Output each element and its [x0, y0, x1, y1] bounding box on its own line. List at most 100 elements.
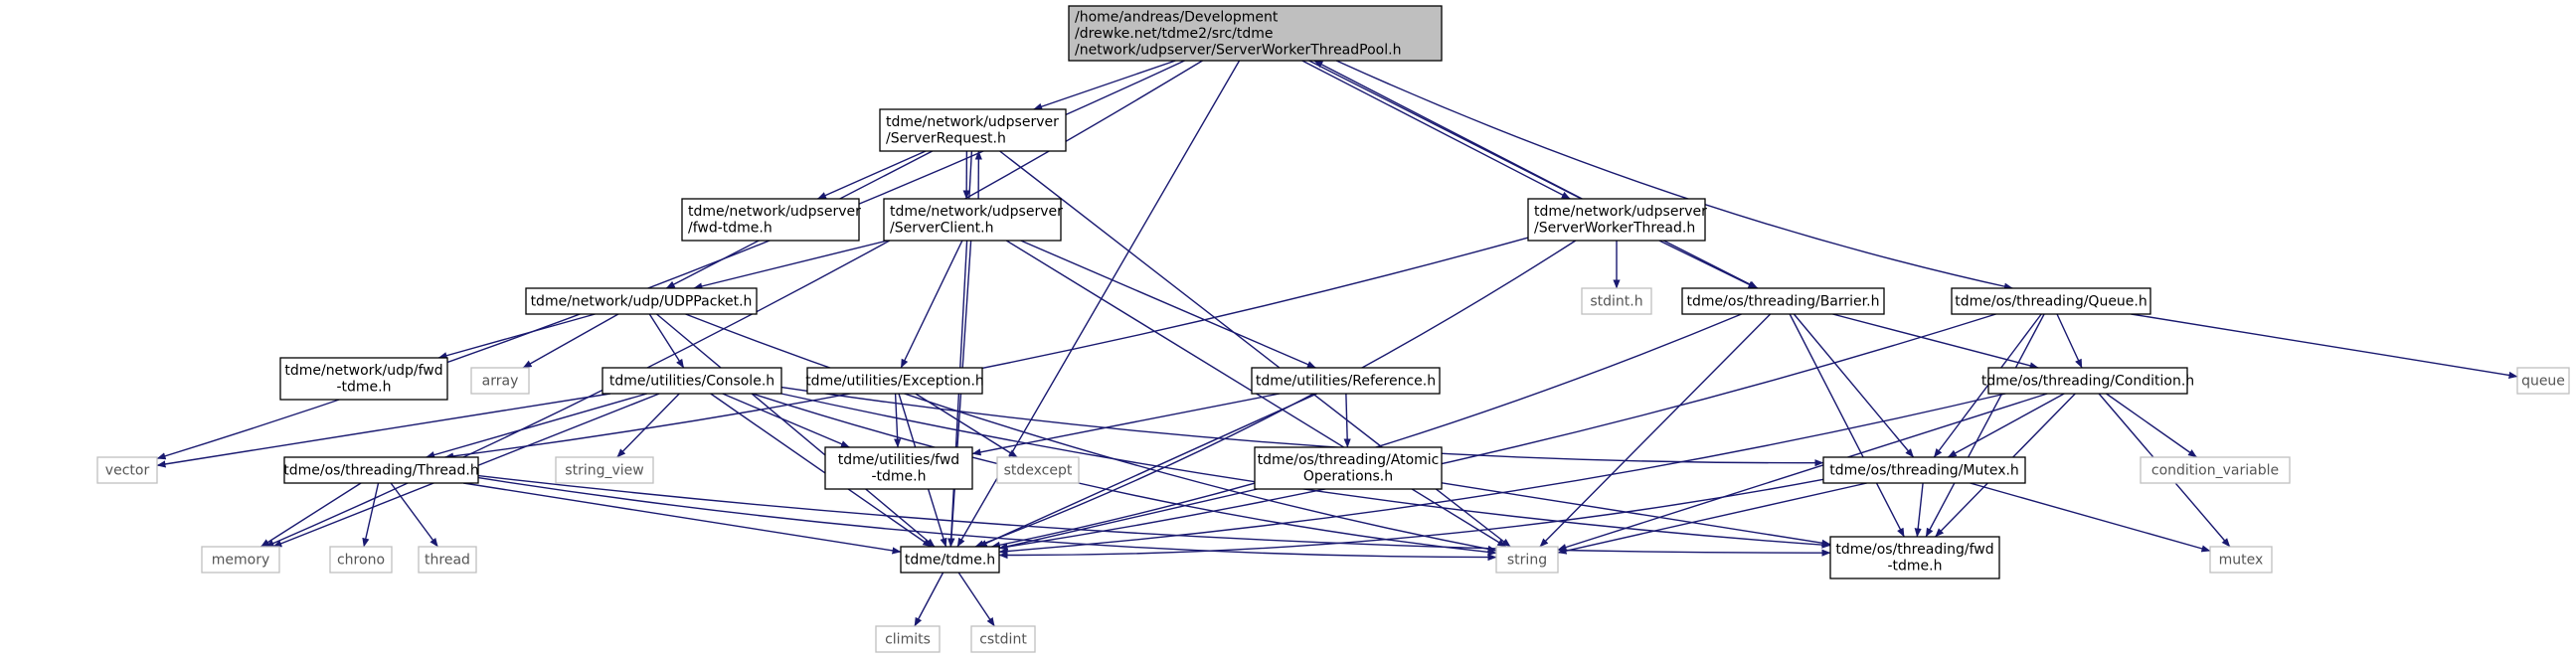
node-label: /network/udpserver/ServerWorkerThreadPoo…: [1075, 42, 1401, 58]
node-console[interactable]: tdme/utilities/Console.h: [601, 367, 782, 395]
node-label: mutex: [2219, 552, 2264, 568]
node-climits: climits: [875, 625, 941, 653]
edge-barrier-to-condition: [1832, 313, 2039, 370]
edge-thread_h-to-memory: [260, 482, 362, 548]
node-box: [283, 456, 479, 484]
node-box: [879, 108, 1067, 152]
node-label: tdme/os/threading/fwd: [1835, 542, 1993, 558]
node-box: [201, 546, 280, 574]
node-box: [681, 198, 860, 242]
edge-root-to-serverrequest: [1033, 60, 1176, 110]
edges: [156, 60, 2518, 627]
node-serverworkerthread[interactable]: tdme/network/udpserver/ServerWorkerThrea…: [1527, 198, 1707, 242]
edge-reference-to-atomic: [1343, 393, 1351, 448]
node-label: tdme/network/udpserver: [886, 114, 1059, 130]
node-array: array: [470, 367, 530, 395]
node-label: queue: [2521, 373, 2565, 389]
node-label: /ServerWorkerThread.h: [1534, 221, 1695, 237]
node-label: tdme/os/threading/Atomic: [1258, 452, 1440, 468]
node-label: -tdme.h: [871, 469, 926, 485]
edge-udppacket-to-fwdudp: [437, 313, 596, 360]
node-label: tdme/utilities/fwd: [838, 452, 959, 468]
node-fwdthreading[interactable]: tdme/os/threading/fwd-tdme.h: [1829, 536, 2000, 579]
node-box: [883, 198, 1062, 242]
edge-queue-to-fwdthreading: [1925, 313, 2045, 538]
node-label: tdme/utilities/Console.h: [609, 373, 774, 389]
edge-serverworkerthread-to-barrier: [1658, 240, 1758, 289]
node-tdme_h[interactable]: tdme/tdme.h: [900, 546, 1000, 574]
edge-mutex_h-to-tdme_h: [998, 478, 1824, 560]
node-condition[interactable]: tdme/os/threading/Condition.h: [1981, 367, 2194, 395]
node-box: [279, 357, 448, 401]
node-cstdint: cstdint: [970, 625, 1036, 653]
node-label: tdme/os/threading/Queue.h: [1955, 293, 2147, 309]
node-label: cstdint: [979, 631, 1027, 647]
node-label: tdme/os/threading/Mutex.h: [1829, 462, 2019, 478]
node-label: tdme/os/threading/Barrier.h: [1687, 293, 1880, 309]
node-label: condition_variable: [2151, 462, 2279, 478]
node-box: [329, 546, 393, 574]
edge-serverrequest-to-string: [999, 150, 1511, 548]
node-label: Operations.h: [1303, 469, 1393, 485]
node-label: -tdme.h: [1887, 559, 1942, 575]
node-barrier[interactable]: tdme/os/threading/Barrier.h: [1681, 287, 1885, 315]
edge-condition-to-tdme_h: [998, 393, 2006, 556]
node-label: thread: [425, 552, 470, 568]
node-label: /home/andreas/Development: [1075, 9, 1279, 25]
edge-root-to-queue: [1335, 60, 2013, 290]
node-fwdudp[interactable]: tdme/network/udp/fwd-tdme.h: [279, 357, 448, 401]
node-box: [996, 456, 1080, 484]
node-string_view: string_view: [555, 456, 654, 484]
node-stdexcept: stdexcept: [996, 456, 1080, 484]
edge-queue-to-condition: [2056, 313, 2083, 369]
edge-serverworkerthread-to-thread_h: [444, 237, 1529, 460]
node-serverrequest[interactable]: tdme/network/udpserver/ServerRequest.h: [879, 108, 1067, 152]
node-label: tdme/os/threading/Thread.h: [283, 462, 478, 478]
edge-serverclient-to-exception: [900, 240, 963, 369]
node-serverclient[interactable]: tdme/network/udpserver/ServerClient.h: [883, 198, 1063, 242]
node-memory: memory: [201, 546, 280, 574]
node-box: [601, 367, 782, 395]
edge-serverrequest-to-fwdudpserver: [817, 150, 927, 200]
edge-barrier-to-string: [1539, 313, 1772, 548]
node-label: tdme/network/udpserver: [890, 204, 1063, 220]
node-box: [470, 367, 530, 395]
node-box: [1951, 287, 2151, 315]
node-reference[interactable]: tdme/utilities/Reference.h: [1251, 367, 1441, 395]
node-label: tdme/os/threading/Condition.h: [1981, 373, 2194, 389]
node-box: [970, 625, 1036, 653]
node-label: stdint.h: [1590, 293, 1642, 309]
node-label: tdme/network/udpserver: [688, 204, 861, 220]
node-queue[interactable]: tdme/os/threading/Queue.h: [1951, 287, 2151, 315]
edge-tdme_h-to-climits: [914, 572, 945, 627]
node-label: climits: [885, 631, 931, 647]
node-box: [1829, 536, 2000, 579]
node-vector: vector: [96, 456, 158, 484]
node-root[interactable]: /home/andreas/Development/drewke.net/tdm…: [1068, 5, 1443, 62]
node-label: string_view: [565, 462, 643, 478]
node-udppacket[interactable]: tdme/network/udp/UDPPacket.h: [525, 287, 758, 315]
edge-udppacket-to-string: [685, 313, 1497, 553]
edge-console-to-vector: [156, 393, 611, 468]
edge-thread_h-to-tdme_h: [463, 482, 902, 555]
node-label: memory: [212, 552, 270, 568]
edge-condition-to-condvar: [2106, 393, 2197, 458]
node-box: [555, 456, 654, 484]
node-fwdutilities[interactable]: tdme/utilities/fwd-tdme.h: [824, 446, 973, 490]
node-condvar: condition_variable: [2140, 456, 2291, 484]
node-label: tdme/network/udp/UDPPacket.h: [531, 293, 753, 309]
node-label: string: [1507, 552, 1547, 568]
node-box: [824, 446, 973, 490]
node-box: [1251, 367, 1441, 395]
node-exception[interactable]: tdme/utilities/Exception.h: [805, 367, 984, 395]
node-label: tdme/utilities/Exception.h: [805, 373, 984, 389]
node-mutex_h[interactable]: tdme/os/threading/Mutex.h: [1822, 456, 2026, 484]
node-fwdudpserver[interactable]: tdme/network/udpserver/fwd-tdme.h: [681, 198, 861, 242]
node-box: [1581, 287, 1652, 315]
edge-serverworkerthread-to-tdme_h: [974, 240, 1577, 548]
node-stdint_h: stdint.h: [1581, 287, 1652, 315]
node-thread_h[interactable]: tdme/os/threading/Thread.h: [283, 456, 479, 484]
node-mutex_std: mutex: [2209, 546, 2273, 574]
